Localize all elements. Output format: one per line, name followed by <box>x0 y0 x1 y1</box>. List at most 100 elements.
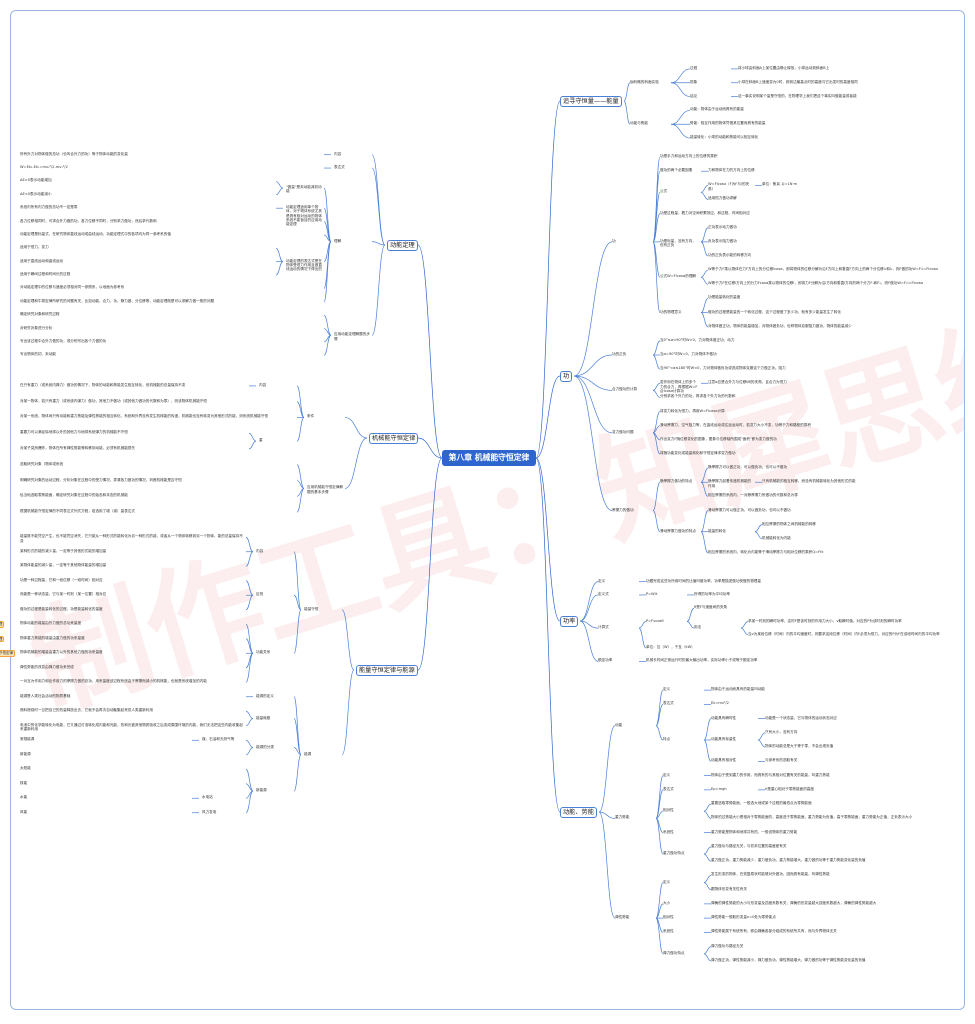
topic-node[interactable]: 对某子突然爆炸，物体在所有弹性势能等转移到动能，必须有机械能损失 <box>20 446 135 450</box>
branch-power[interactable]: 功率 <box>560 616 579 627</box>
topic-node[interactable]: 动能定理适用单个物体，对于物体系统尤其是具有相对运动的物体系统不能盲目的应用动能… <box>286 205 322 227</box>
topic-node[interactable]: 用法 <box>694 625 702 630</box>
topic-node[interactable]: 公式 <box>660 189 668 194</box>
topic-node[interactable]: 将随功能变化或能量转化和守恒定律求变力做功 <box>660 450 736 455</box>
topic-node[interactable]: W等于力F乘以物体在力F方向上的分位移lcosα，即将物体的位移分解为沿F方向上… <box>708 267 938 272</box>
topic-node[interactable]: 现象 <box>690 79 698 84</box>
topic-node[interactable]: 所有外力对物体做的总功（也叫合外力的功）等于物体动能的变化量 <box>20 151 128 156</box>
topic-node[interactable]: 适用于直线运动和曲线运动 <box>20 258 64 263</box>
topic-node[interactable]: 重力势能是物体和地球共有的，一般说物体的重力势能 <box>711 829 798 834</box>
topic-node[interactable]: 与参考系的选取有关 <box>765 758 798 763</box>
topic-node[interactable]: 将小球由斜面A上某位置由静止释放，小球运动到斜面B上 <box>738 65 830 70</box>
topic-node[interactable]: 物体动能的增量由外力做的总功来量度 <box>20 621 82 626</box>
topic-node[interactable]: 系统性 <box>663 829 674 834</box>
branch-kinetic[interactable]: 动能、势能 <box>560 807 597 818</box>
topic-node[interactable]: 适用于恒力、变力 <box>20 245 49 250</box>
topic-node[interactable]: 风力发电 <box>202 809 217 814</box>
topic-node[interactable]: 煤、石油和天然气等 <box>202 737 235 742</box>
topic-node[interactable]: 适用恒力做功求解 <box>708 196 737 201</box>
topic-node[interactable]: 相互摩擦的系统内，转化为内能等于滑动摩擦力与相对位移的乘积Q=Ffx <box>708 549 824 554</box>
topic-node[interactable]: 摩擦力的做功 <box>612 507 634 512</box>
topic-node[interactable]: 若作用在物体上的多个力的合力，再根据W=F合lcosα计算功 <box>660 380 698 393</box>
topic-node[interactable]: 额定功率 <box>598 658 613 663</box>
topic-node[interactable]: 能源的分类 <box>256 744 274 749</box>
topic-node[interactable]: 相对性 <box>663 915 674 920</box>
topic-node[interactable]: 对研究对象进行分析 <box>20 325 53 330</box>
topic-node[interactable]: θ是F与速度间的夹角 <box>694 605 728 610</box>
topic-node[interactable]: 系统性 <box>663 929 674 934</box>
topic-node[interactable]: 应用动能定理解题的步骤 <box>334 332 370 341</box>
topic-node[interactable]: 重力做功特点 <box>663 851 685 855</box>
topic-node[interactable]: 重力做正功，重力势能减少，重力做负功，重力势能增大，重力做的功等于重力势能变化量… <box>711 858 866 863</box>
topic-node[interactable]: 特点 <box>663 737 671 741</box>
topic-node[interactable]: 系统内所有内力做的总功不一定是零 <box>20 205 78 210</box>
topic-node[interactable]: Ep=mgh <box>711 786 727 791</box>
topic-node[interactable]: 变力做功问题 <box>612 429 634 434</box>
topic-node[interactable]: 势能：相互作用的物体凭借其位置而具有的能量 <box>690 121 766 126</box>
topic-node[interactable]: 功是能量转化的量度 <box>708 295 741 300</box>
topic-node[interactable]: W等于力F在位移l方向上的分力Fcosα乘以物体的位移l，即将力F分解为沿l方向… <box>708 281 923 286</box>
topic-node[interactable]: 太阳能 <box>20 766 31 771</box>
topic-node[interactable]: 适用于瞬间过程和时间长的过程 <box>20 272 71 277</box>
topic-node[interactable]: 某物体能量的减少量，一定等于其他物体能量的增加量 <box>20 563 107 568</box>
topic-node[interactable]: 动能 <box>615 722 623 727</box>
topic-node[interactable]: 根据机械能守恒定律的不同表达式列式方程，若选用了增（减）量表达式 <box>20 509 135 514</box>
branch-energy[interactable]: 追寻守恒量——能量 <box>560 96 622 107</box>
topic-node[interactable]: 弹性势能的改变由弹力做功来完成 <box>20 664 74 669</box>
topic-node[interactable]: 过程 <box>690 65 698 70</box>
topic-node[interactable]: 计算式 <box>598 625 609 630</box>
topic-node[interactable]: 单位：焦耳 1J=1N·m <box>762 182 798 187</box>
topic-node[interactable]: 这一事实说明某个量是守恒的，在物理学上我们把这个事实叫做能量或者能 <box>738 93 857 98</box>
topic-node[interactable]: 重力势能 <box>615 815 630 820</box>
topic-node[interactable]: 注意α应是合外力与位移l间的夹角，且合力为恒力 <box>708 380 787 385</box>
topic-node[interactable]: P=Fvcosθ <box>646 618 664 623</box>
topic-node[interactable]: 物体的动能总是大于等于零，不会出现负值 <box>765 744 834 749</box>
topic-node[interactable]: 条件 <box>307 414 315 419</box>
topic-node[interactable]: 当α=90°时W=0，力对物体不做功 <box>660 352 717 356</box>
topic-node[interactable]: 正功表示动力做功 <box>708 224 737 229</box>
topic-node[interactable]: 风能 <box>20 809 28 814</box>
topic-node[interactable]: 作出变力F随位移变化的图象，图象与位移轴所围成"面积"即为变力做的功 <box>660 436 777 441</box>
topic-node[interactable]: 恰当地选取零势能面，确定研究对象在过程中的始态和末态的机械能 <box>20 493 128 498</box>
branch-law[interactable]: 能量守恒定律与能源 <box>356 665 418 676</box>
topic-node[interactable]: 对物体做正功，物体的能量增加，对物体做负功，也称物体克服阻力做功，物体的能量减少 <box>708 323 852 328</box>
topic-node[interactable]: 重要力可以满足除地球以外的其他力与地球系统弹力的机械能不守恒 <box>20 430 128 435</box>
topic-node[interactable]: 确定研究对象和研究过程 <box>20 312 60 317</box>
topic-node[interactable]: 做功的过程是能量的一个转化过程，这个过程做了多少功，就有多少能量发生了转化 <box>708 309 841 314</box>
branch-theorem[interactable]: 动能定理 <box>387 240 418 251</box>
topic-node[interactable]: 功是标量，没有方向，但有正负 <box>660 238 696 248</box>
topic-node[interactable]: 将变力转化为恒力，再用W=Flcosα计算 <box>660 408 725 413</box>
topic-node[interactable]: "做量"是末动能减初动能 <box>286 185 322 194</box>
topic-node[interactable]: 定义 <box>663 772 671 777</box>
topic-node[interactable]: 燃料燃烧时一旦把自己的热量释放出去，它就不会再次自动聚集起来供人类重新利用 <box>20 708 153 713</box>
topic-node[interactable]: 能量耗散 <box>256 715 271 720</box>
topic-node[interactable]: 滑动摩擦力、空气阻力等，在曲线运动或往返运动时，若变力大小不变，功等于力和路程的… <box>660 422 811 427</box>
topic-node[interactable]: 物体重力势能的增量由重力做的功来量度 <box>20 635 85 640</box>
topic-node[interactable]: 相互摩擦的物体之间机械能的转移 <box>762 521 816 526</box>
topic-node[interactable]: 定义 <box>663 879 671 884</box>
topic-node[interactable]: 能量守恒 <box>304 606 319 611</box>
topic-node[interactable]: 定义式 <box>598 591 609 596</box>
topic-node[interactable]: W=Flcosα（F为F与l的夹角） <box>708 182 750 191</box>
topic-node[interactable]: 弹性势能属于系统所有，即由弹簧各部分组成的系统所共有，而与外界物体无关 <box>711 929 837 934</box>
topic-node[interactable]: 功是手力和运动方向上的位移的乘积 <box>660 154 718 159</box>
topic-node[interactable]: 分别求各个外力的功，再求各个外力功的代数和 <box>660 394 736 399</box>
topic-node[interactable]: 大小 <box>663 900 671 905</box>
topic-node[interactable]: 所得的功率为平均功率 <box>694 591 730 596</box>
topic-node[interactable]: 水能 <box>20 795 28 800</box>
topic-node[interactable]: 当90°<α≤180°时W<0，力对物体做负功或说成物体克服这个力做正功，阻力 <box>660 366 786 371</box>
topic-node[interactable]: 应用机械能守恒定律解题的基本步骤 <box>307 485 343 494</box>
topic-node[interactable]: 在只有重力（或系统内弹力）做功的情况下，物体的动能和势能发生相互转化，但机械能的… <box>20 382 186 387</box>
topic-node[interactable]: 滑动摩擦力可以做正功，可以做负功，也可以不做功 <box>708 507 791 512</box>
topic-node[interactable]: 动能与势能 <box>630 121 648 126</box>
topic-node[interactable]: 能量的转化 <box>708 528 726 533</box>
topic-node[interactable]: 定义 <box>663 687 671 692</box>
topic-node[interactable]: 弹力做正功，弹性势能减小，弹力做负功，弹性势能增大，弹力做的功等于弹性势能变化量… <box>711 957 866 962</box>
topic-node[interactable]: 当v为某段位移（时间）内的平均速度时，则要求这段位移（时间）内F必须为恒力，对应… <box>748 631 940 636</box>
topic-node[interactable]: 动能：物体由于运动而具有的能量 <box>690 107 744 112</box>
topic-node[interactable]: 弹性势能 <box>615 915 630 920</box>
topic-node[interactable]: 表达式 <box>334 165 345 170</box>
topic-node[interactable]: ΔE<0表示动能减小 <box>20 191 52 196</box>
topic-node[interactable]: ΔE>0表示动能增加 <box>20 178 52 183</box>
topic-node[interactable]: 功的正负表示能的转移方向 <box>708 253 752 258</box>
